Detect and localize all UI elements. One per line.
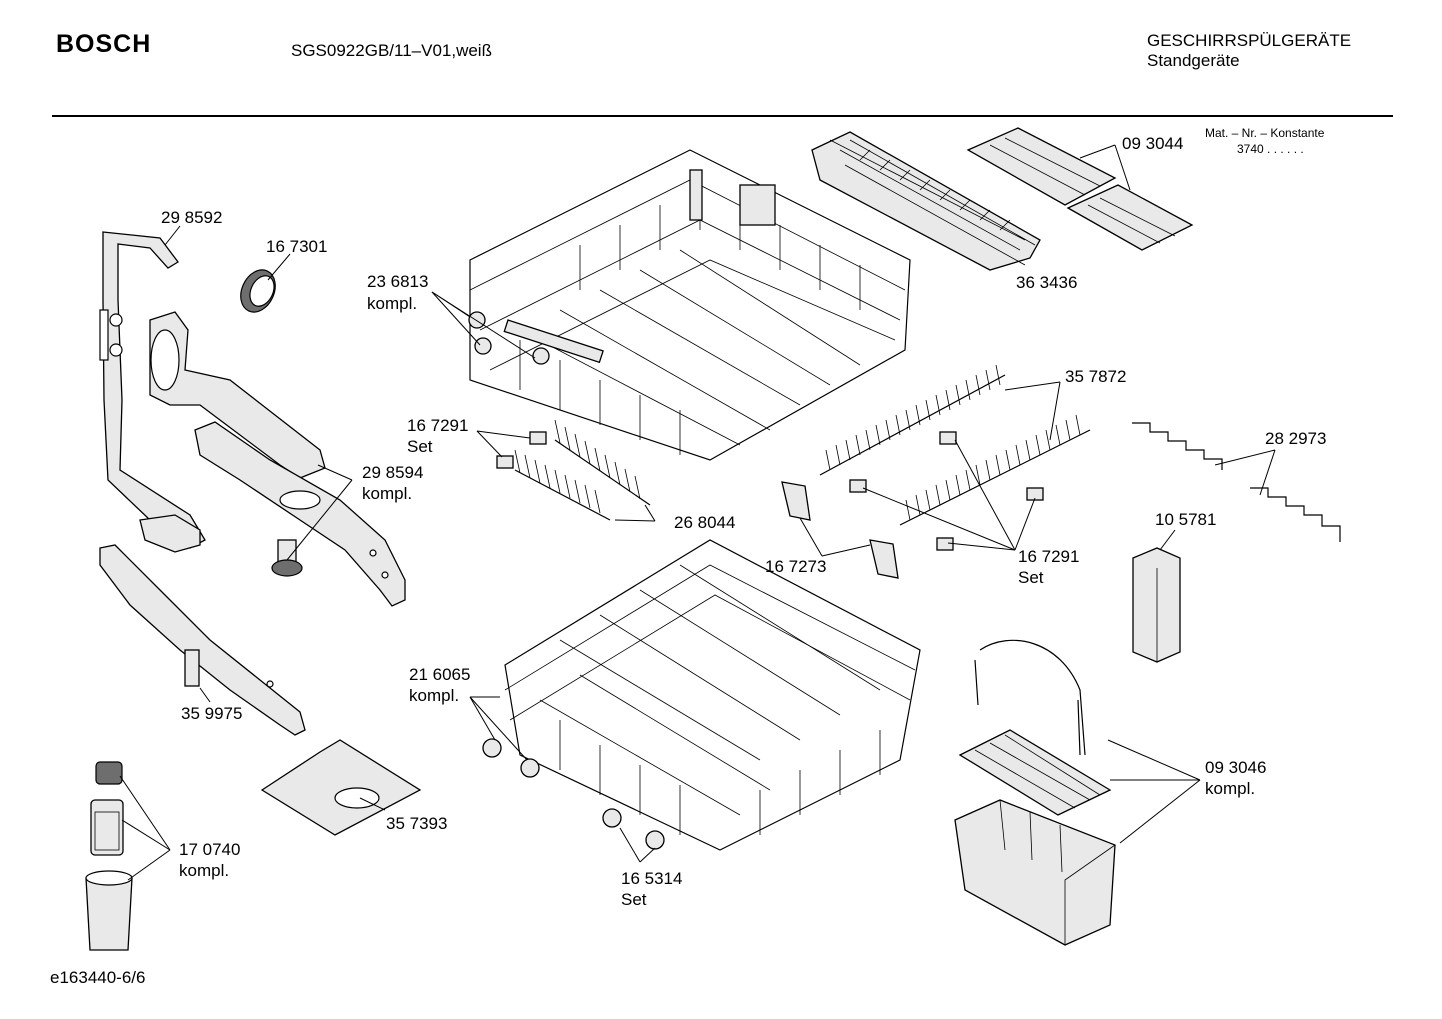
cup-rack-part (966, 127, 1194, 251)
label-167291-upper-sub: Set (407, 437, 433, 456)
label-165314-sub: Set (621, 890, 647, 909)
label-167273: 16 7273 (765, 557, 827, 576)
label-357872: 35 7872 (1065, 367, 1127, 386)
lower-spray-arm-part (99, 544, 306, 736)
filter-assembly-part (85, 761, 133, 951)
upper-basket-part (468, 149, 911, 461)
filter-plate-part (260, 739, 422, 836)
cup-tines-part (514, 419, 651, 521)
label-105781: 10 5781 (1155, 510, 1217, 529)
cutlery-basket-part (954, 639, 1116, 946)
label-170740: 17 0740 (179, 840, 241, 859)
model-number: SGS0922GB/11–V01,weiß (291, 41, 492, 60)
leader-lines (119, 144, 1276, 881)
label-298594-sub: kompl. (362, 484, 413, 503)
brand-logo: BOSCH (56, 30, 152, 58)
category-title: GESCHIRRSPÜLGERÄTE (1147, 31, 1352, 50)
plate-rack-tines-part (819, 364, 1091, 526)
subcategory-title: Standgeräte (1147, 51, 1240, 70)
cutlery-holder-part (1132, 547, 1181, 663)
label-170740-sub: kompl. (179, 861, 230, 880)
label-093046-sub: kompl. (1205, 779, 1256, 798)
cutlery-tray-part (811, 131, 1041, 271)
label-298592: 29 8592 (161, 208, 223, 227)
label-165314: 16 5314 (621, 869, 683, 888)
clip-parts (496, 431, 1044, 551)
label-093046: 09 3046 (1205, 758, 1267, 777)
label-093044: 09 3044 (1122, 134, 1184, 153)
drawing-id: e163440-6/6 (50, 968, 146, 987)
holder-parts (781, 481, 899, 579)
adapter-part (139, 514, 303, 577)
label-236813-sub: kompl. (367, 294, 418, 313)
spray-arm-part (194, 421, 406, 607)
label-167301: 16 7301 (266, 237, 328, 256)
lower-basket-part (482, 539, 921, 851)
spray-pipe-part (99, 231, 206, 549)
nozzle-part (240, 269, 276, 313)
mat-nr-label: Mat. – Nr. – Konstante (1205, 126, 1325, 140)
label-268044: 26 8044 (674, 513, 736, 532)
label-282973: 28 2973 (1265, 429, 1327, 448)
label-357393: 35 7393 (386, 814, 448, 833)
mat-nr-value: 3740 . . . . . . (1237, 142, 1304, 156)
label-216065: 21 6065 (409, 665, 471, 684)
label-167291-upper: 16 7291 (407, 416, 469, 435)
label-359975: 35 9975 (181, 704, 243, 723)
label-363436: 36 3436 (1016, 273, 1078, 292)
label-167291-lower: 16 7291 (1018, 547, 1080, 566)
label-167291-lower-sub: Set (1018, 568, 1044, 587)
step-rack-parts (1132, 422, 1341, 542)
label-216065-sub: kompl. (409, 686, 460, 705)
label-236813: 23 6813 (367, 272, 429, 291)
label-298594: 29 8594 (362, 463, 424, 482)
